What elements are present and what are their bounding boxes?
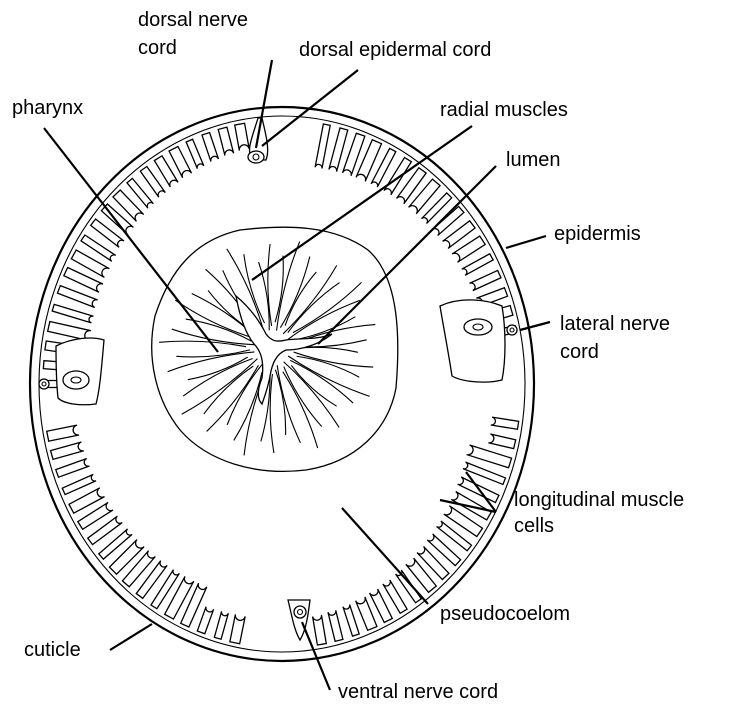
- lateral-nerve-cord: [507, 325, 517, 335]
- label-dorsal-epidermal-cord: dorsal epidermal cord: [299, 38, 491, 62]
- lateral-cord-nucleus-left: [63, 371, 89, 389]
- label-lumen: lumen: [506, 148, 560, 172]
- muscle-cell: [56, 458, 90, 477]
- leader-epidermis: [506, 236, 546, 248]
- muscle-cell: [202, 133, 219, 162]
- label-ventral-nerve-cord: ventral nerve cord: [338, 680, 498, 704]
- muscle-cell: [469, 270, 501, 290]
- lateral-nerve-cord-left: [39, 379, 49, 389]
- leader-lateral-nerve-cord: [520, 322, 550, 330]
- muscle-cell: [313, 615, 327, 645]
- muscle-cell: [62, 474, 96, 494]
- muscle-cell: [235, 123, 249, 150]
- lateral-epidermal-cord-right: [440, 300, 505, 382]
- muscle-cell: [52, 304, 93, 323]
- label-radial-muscles: radial muscles: [440, 98, 568, 122]
- label-cuticle: cuticle: [24, 638, 81, 662]
- label-dorsal-nerve-cord-line2: cord: [138, 36, 177, 60]
- muscle-cell: [47, 425, 79, 441]
- muscle-cell: [315, 124, 330, 169]
- leader-pseudocoelom: [342, 508, 428, 604]
- label-pharynx: pharynx: [12, 96, 83, 120]
- label-longitudinal-muscle-cells-line2: cells: [514, 514, 554, 538]
- muscle-cell: [467, 445, 512, 468]
- label-epidermis: epidermis: [554, 222, 641, 246]
- muscle-cell: [214, 611, 228, 639]
- leader-cuticle: [110, 624, 152, 650]
- muscle-cell: [328, 610, 343, 641]
- muscle-cell: [197, 607, 213, 634]
- muscle-cell: [488, 434, 515, 449]
- muscle-cell: [186, 139, 204, 168]
- muscle-cell: [51, 442, 84, 459]
- lateral-cord-nucleus-right: [464, 319, 492, 335]
- label-pseudocoelom: pseudocoelom: [440, 602, 570, 626]
- label-longitudinal-muscle-cells-line1: longitudinal muscle: [514, 488, 684, 512]
- ventral-nerve-cord: [294, 606, 306, 618]
- label-lateral-nerve-cord-line2: cord: [560, 340, 599, 364]
- muscle-cell: [491, 417, 519, 429]
- dorsal-nerve-cord: [248, 151, 264, 163]
- muscle-cell: [343, 605, 359, 637]
- label-dorsal-nerve-cord-line1: dorsal nerve: [138, 8, 248, 32]
- muscle-cell: [218, 127, 233, 155]
- label-lateral-nerve-cord-line1: lateral nerve: [560, 312, 670, 336]
- muscle-cell: [230, 614, 245, 643]
